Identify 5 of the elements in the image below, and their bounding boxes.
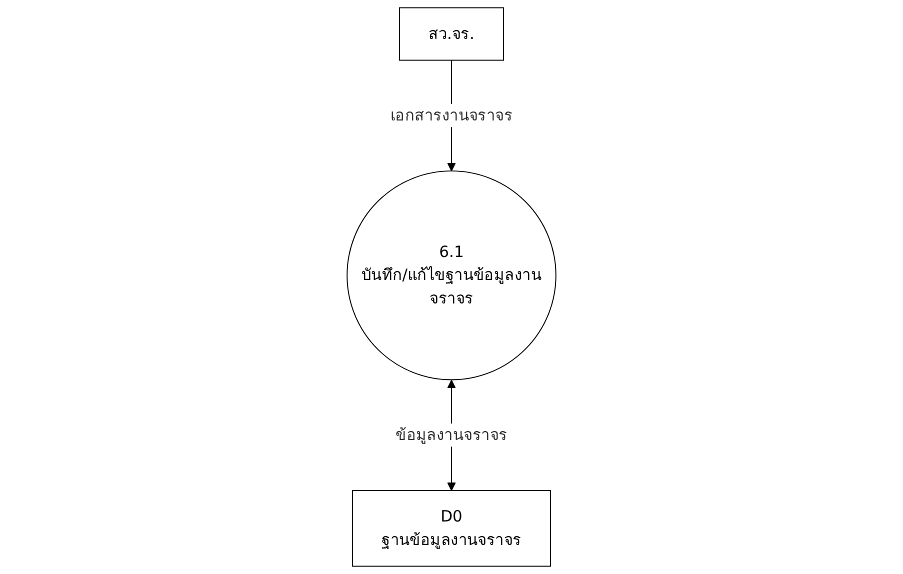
edge-label: เอกสารงานจราจร [390, 106, 513, 124]
node-box: สว.จร. [398, 7, 504, 61]
node-box: D0 ฐานข้อมูลงานจราจร [352, 490, 552, 567]
node-circle: 6.1 บันทึก/แก้ไขฐานข้อมูลงานจราจร [346, 170, 556, 380]
edge-label: ข้อมูลงานจราจร [396, 425, 508, 444]
